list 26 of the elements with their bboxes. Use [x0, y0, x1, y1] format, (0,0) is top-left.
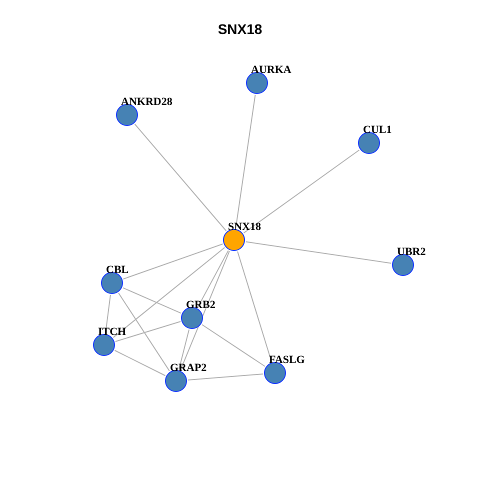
edge-line — [245, 241, 392, 264]
edge-line — [178, 329, 190, 370]
edge-line — [122, 244, 224, 280]
node-label: CUL1 — [363, 125, 392, 136]
edge-line — [118, 292, 170, 372]
chart-title: SNX18 — [218, 22, 262, 36]
node-label: AURKA — [251, 65, 292, 76]
edge-line — [202, 324, 266, 367]
node-label: CBL — [106, 265, 129, 276]
node-label: ITCH — [98, 327, 126, 338]
edge-line — [114, 321, 182, 342]
node-label: SNX18 — [228, 222, 262, 233]
edge-line — [134, 124, 227, 232]
node-label: GRB2 — [186, 300, 216, 311]
node-label: ANKRD28 — [121, 97, 172, 108]
edge-line — [235, 94, 256, 229]
edge-line — [114, 350, 166, 376]
edge-line — [187, 373, 264, 381]
node-label: UBR2 — [397, 247, 426, 258]
edge-line — [122, 287, 182, 314]
node-label: FASLG — [269, 355, 305, 366]
edge-line — [180, 250, 230, 370]
node-label: GRAP2 — [170, 363, 207, 374]
edge-line — [243, 150, 360, 234]
edge-line — [112, 247, 226, 338]
edge-line — [197, 250, 229, 308]
